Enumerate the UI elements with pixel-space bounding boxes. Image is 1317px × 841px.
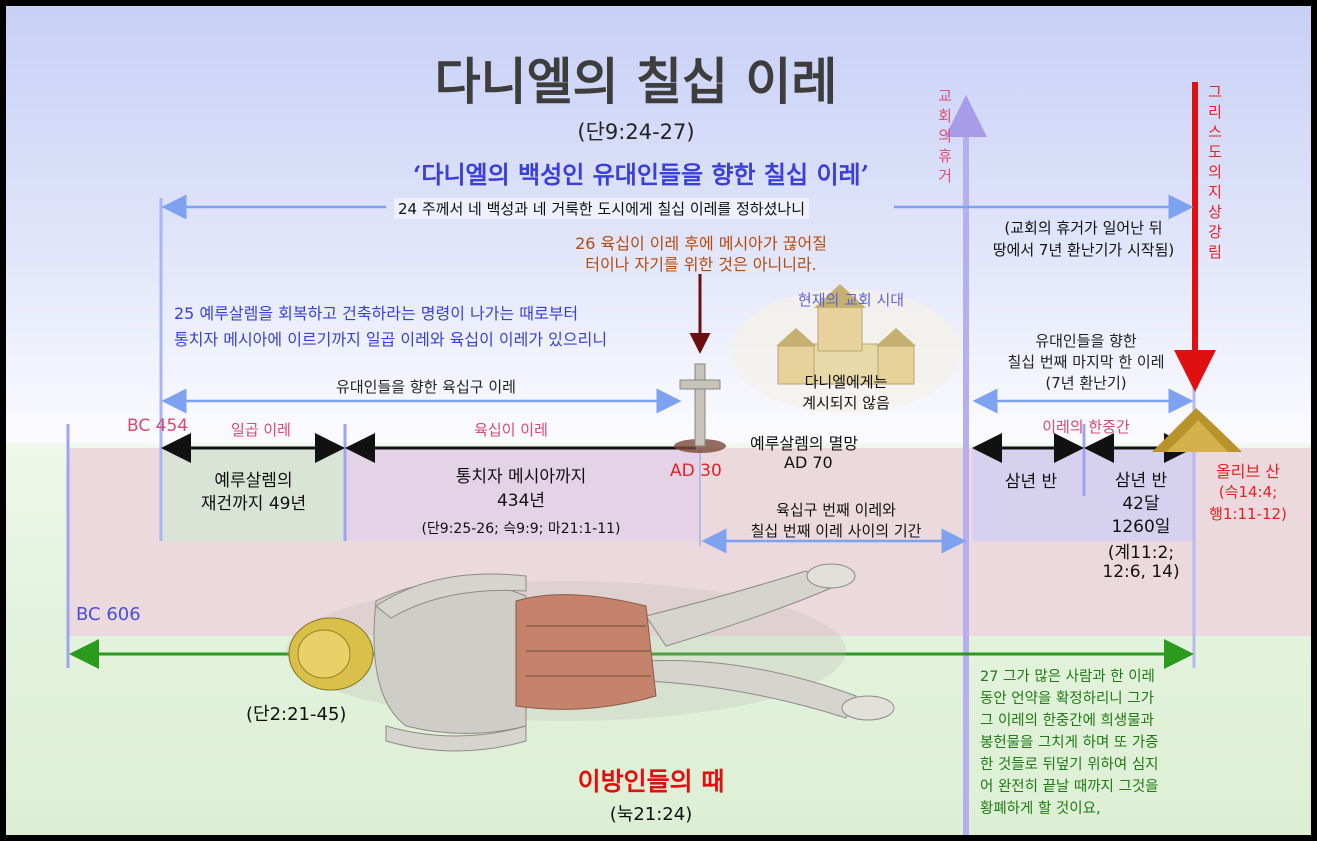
gentiles-label: 이방인들의 때: [577, 767, 725, 796]
box1-line1: 예루살렘의: [214, 471, 293, 491]
verse-26-line1: 26 육십이 이레 후에 메시아가 끊어질: [575, 234, 827, 253]
seven-weeks-label: 일곱 이레: [231, 421, 291, 439]
last-week-line1: 유대인들을 향한: [1035, 332, 1137, 350]
subtitle-main: ‘다니엘의 백성인 유대인들을 향한 칠십 이레’: [413, 160, 869, 189]
timeline-graphics: [66, 82, 1242, 835]
luke-ref: (눅21:24): [609, 804, 693, 825]
half1-label: 삼년 반: [1004, 472, 1058, 492]
half2-line1: 삼년 반: [1114, 471, 1168, 491]
church-illustration: [731, 284, 961, 413]
half2-line3: 1260일: [1111, 517, 1171, 537]
not-revealed-line1: 다니엘에게는: [804, 373, 888, 391]
last-week-line2: 칠십 번째 마지막 한 이레: [1007, 353, 1165, 371]
rapture-note-line2: 땅에서 7년 환난기가 시작됨): [992, 241, 1175, 259]
jerusalem-fall-line1: 예루살렘의 멸망: [750, 434, 859, 453]
church-age-label: 현재의 교회 시대: [797, 291, 905, 309]
vertical-second-coming-label: 그리스도의지상강림: [1208, 83, 1222, 261]
verse-25-line1: 25 예루살렘을 회복하고 건축하라는 명령이 나가는 때로부터: [174, 304, 579, 323]
box1-line2: 재건까지 49년: [200, 494, 307, 514]
box-seven-weeks: [161, 448, 345, 541]
box2-line3: (단9:25-26; 슥9:9; 마21:1-11): [421, 521, 621, 537]
cross-icon: [674, 363, 726, 453]
box2-line1: 통치자 메시아까지: [455, 467, 587, 487]
verse-27-line: 황폐하게 할 것이요,: [980, 801, 1101, 817]
verse-27-line: 한 것들로 뒤덮기 위하여 심지: [980, 757, 1159, 773]
half2-line2: 42달: [1122, 494, 1160, 514]
verse-25-line2: 통치자 메시아에 이르기까지 일곱 이레와 육십이 이레가 있으리니: [174, 330, 608, 349]
vertical-rapture-label: 교회의휴거: [938, 87, 952, 185]
gap-line2: 칠십 번째 이레 사이의 기간: [750, 522, 922, 540]
olivet-line3: 행1:11-12): [1209, 505, 1287, 523]
olivet-line1: 올리브 산: [1216, 462, 1280, 481]
box2-line2: 434년: [496, 491, 546, 511]
mount-of-olives-icon: [1152, 408, 1242, 452]
verse-27-line: 그 이레의 한중간에 희생물과: [980, 713, 1154, 729]
sixty-nine-label: 유대인들을 향한 육십구 이레: [336, 378, 516, 396]
verse-27-line: 어 완전히 끝날 때까지 그것을: [980, 779, 1159, 795]
verse-27-line: 봉헌물을 그치게 하며 또 가증: [980, 735, 1159, 751]
verse-24: 24 주께서 네 백성과 네 거룩한 도시에게 칠십 이레를 정하셨나니: [394, 198, 810, 219]
bc606-label: BC 606: [76, 604, 141, 625]
verse-27-line: 동안 언약을 확정하리니 그가: [980, 691, 1154, 707]
rapture-note-line1: (교회의 휴거가 일어난 뒤: [1004, 219, 1163, 237]
midweek-label: 이레의 한중간: [1042, 418, 1130, 436]
statue-figure: [286, 563, 895, 752]
verse-27-line: 27 그가 많은 사람과 한 이레: [980, 669, 1155, 685]
half2-line4: (계11:2;: [1107, 543, 1175, 563]
verse-26-line2: 터이나 자기를 위한 것은 아니니라.: [585, 255, 817, 274]
verse-27: 27 그가 많은 사람과 한 이레 동안 언약을 확정하리니 그가 그 이레의 …: [980, 666, 1185, 820]
ad30-label: AD 30: [670, 461, 722, 481]
page-title: 다니엘의 칠십 이레: [434, 53, 838, 111]
dan2-ref: (단2:21-45): [246, 704, 347, 725]
sixty-two-weeks-label: 육십이 이레: [474, 421, 548, 439]
bc454-label: BC 454: [127, 416, 189, 436]
olivet-line2: (슥14:4;: [1218, 483, 1278, 501]
gap-line1: 육십구 번째 이레와: [776, 501, 896, 519]
last-week-line3: (7년 환난기): [1045, 374, 1127, 392]
jerusalem-fall-line2: AD 70: [784, 453, 833, 472]
not-revealed-line2: 계시되지 않음: [802, 394, 890, 412]
diagram-canvas: 다니엘의 칠십 이레 (단9:24-27) ‘다니엘의 백성인 유대인들을 향한…: [6, 6, 1311, 835]
subtitle-ref: (단9:24-27): [577, 120, 695, 144]
box-sixty-two-weeks: [345, 448, 700, 541]
half2-line5: 12:6, 14): [1102, 562, 1180, 582]
